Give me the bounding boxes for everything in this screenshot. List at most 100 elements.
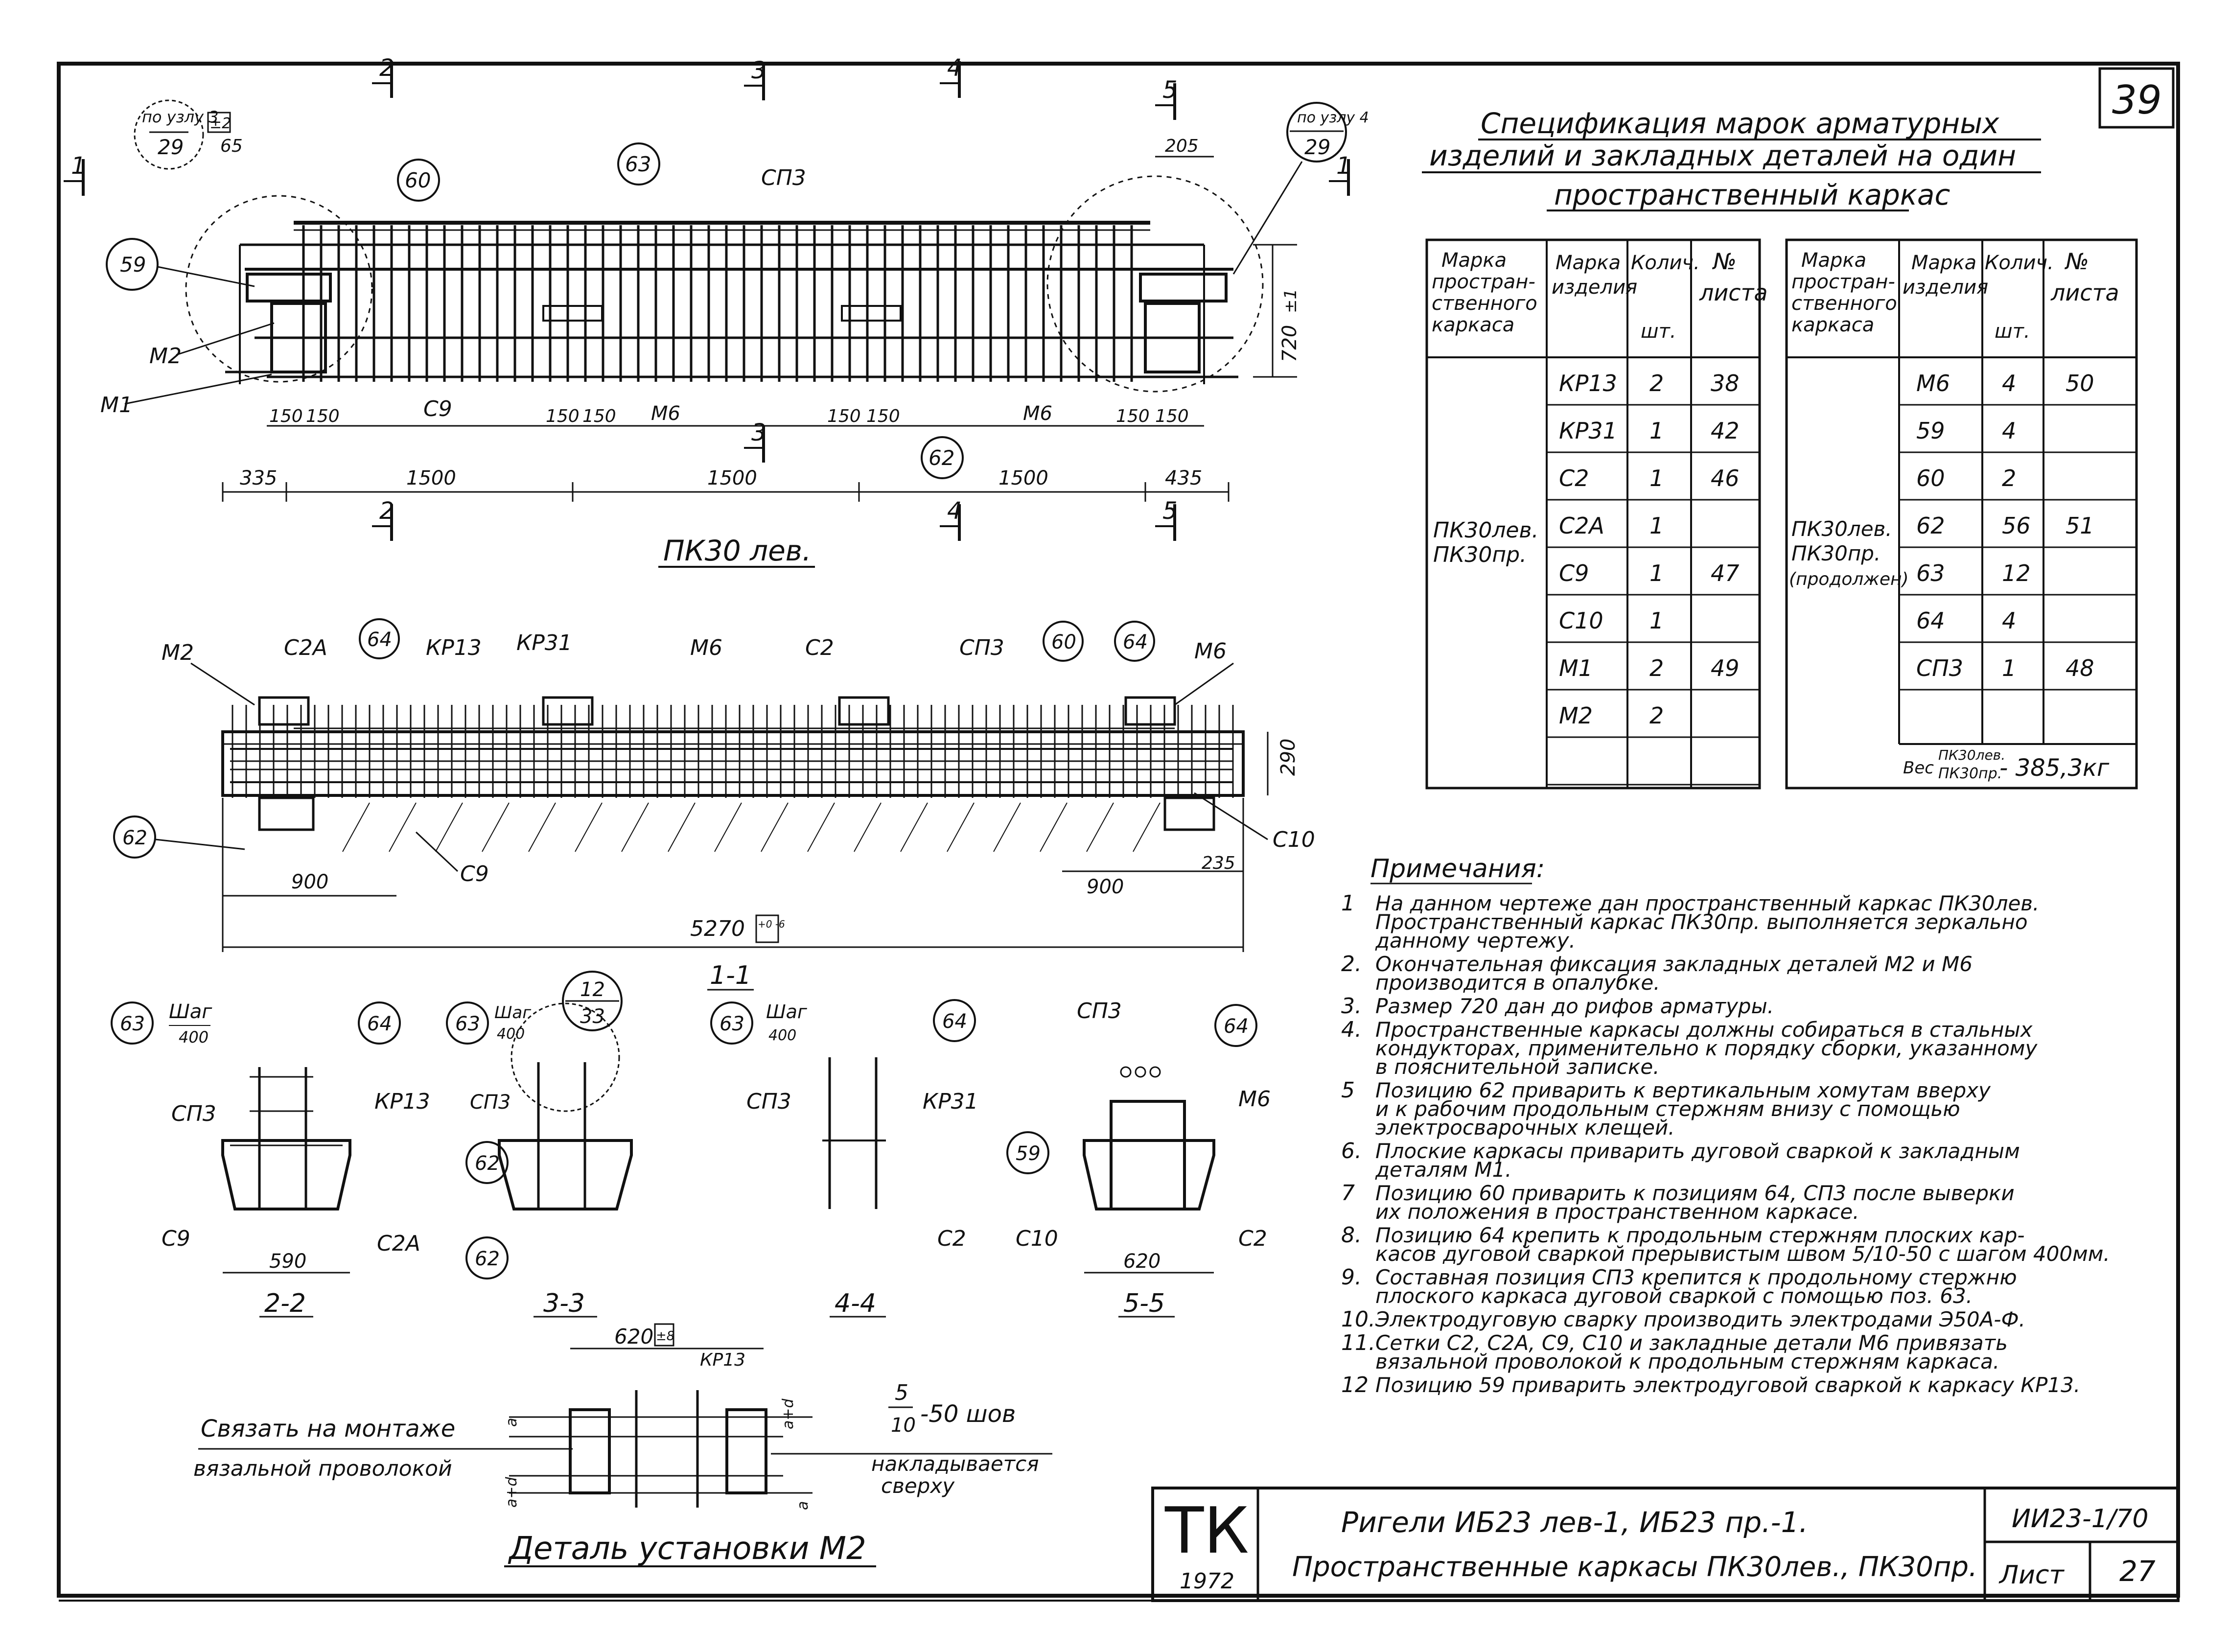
s33-detail-ref-top: 12 [580, 978, 605, 1001]
plan-label-c2a: С2А [284, 635, 327, 660]
note-line: Размер 720 дан до рифов арматуры. [1375, 994, 1774, 1018]
spec-left-row-qty: 2 [1649, 702, 1664, 729]
spec-left-row-item: С2А [1559, 512, 1604, 539]
note-line: кондукторах, применительно к порядку сбо… [1375, 1036, 2038, 1060]
title-line-1: Ригели ИБ23 лев-1, ИБ23 пр.-1. [1341, 1506, 1808, 1539]
spec-weight-value: - 385,3кг [1999, 754, 2110, 782]
spec-left-row-sheet: 49 [1711, 655, 1740, 681]
spec-right-header-qty: Колич.шт. [1985, 252, 2054, 343]
plan-circle-62: 62 [122, 827, 147, 849]
s44-circle-64: 64 [942, 1010, 967, 1033]
plan-circle-60: 60 [1051, 631, 1076, 653]
s33-pitch-value: 400 [497, 1025, 525, 1043]
spec-left-row-sheet: 47 [1711, 560, 1740, 586]
s22-label-kr13: КР13 [374, 1089, 430, 1114]
plan-hatch-line [342, 802, 370, 852]
spec-right-row-sheet: 51 [2066, 512, 2094, 539]
spec-right-row-qty: 4 [2002, 418, 2016, 444]
detail-right-note-2: сверху [881, 1474, 955, 1498]
section-2-2: 63 64 Шаг 400 СП3 КР13 С9 С2А 590 2-2 [111, 1001, 430, 1318]
spec-right-row-qty: 4 [2002, 607, 2016, 634]
note-line: Позицию 64 крепить к продольным стержням… [1375, 1223, 2025, 1247]
note-number: 8. [1341, 1223, 1362, 1248]
spec-right-row-item: 64 [1916, 607, 1945, 634]
spec-left-frame-label-1: ПК30лев. [1433, 518, 1538, 543]
plan-hatch-line [993, 802, 1021, 852]
corner-number-box [2098, 67, 2175, 129]
note-line: Позицию 62 приварить к вертикальным хому… [1375, 1078, 1991, 1102]
note-line: Электродуговую сварку производить электр… [1375, 1307, 2025, 1331]
plan-hatch-line [761, 802, 789, 852]
elev-height-tol: ±1 [1281, 289, 1300, 313]
spec-right-row-item: М6 [1916, 370, 1950, 396]
spacing-dim: 150 [1116, 406, 1150, 426]
spec-right-row-sheet: 50 [2066, 370, 2094, 396]
plan-hatch-line [1133, 802, 1161, 852]
plan-hatch-line [1086, 802, 1114, 852]
spacing-dim: 150 [582, 406, 616, 426]
bottom-dim: 435 [1165, 467, 1202, 489]
elev-dim-65: 65 [220, 136, 243, 156]
elev-label-m1: М1 [100, 393, 133, 418]
title-sheet-number: 27 [2119, 1555, 2156, 1588]
note-line: плоского каркаса дуговой сваркой с помощ… [1375, 1284, 1973, 1308]
note-number: 6. [1341, 1139, 1362, 1163]
s22-title: 2-2 [264, 1289, 306, 1318]
detail-left-note-1: Связать на монтаже [201, 1415, 455, 1443]
spec-left-row-item: С9 [1559, 560, 1589, 586]
sheet-border [57, 62, 2180, 1598]
s55-label-sp3: СП3 [1077, 999, 1122, 1024]
title-org: ТК [1164, 1493, 1249, 1568]
note-number: 4. [1341, 1017, 1362, 1042]
note-number: 11. [1341, 1330, 1375, 1355]
spacing-dim: 150 [546, 406, 580, 426]
plan-label-m6-left: М6 [690, 635, 722, 660]
plan-hatch-line [807, 802, 835, 852]
s22-pitch-label: Шаг [169, 1001, 212, 1023]
bottom-dim: 1500 [998, 467, 1048, 489]
bottom-dim: 1500 [406, 467, 456, 489]
plan-dim-900-left: 900 [291, 871, 328, 893]
detail-weld-rest: -50 шов [920, 1400, 1016, 1428]
note-number: 1 [1341, 891, 1355, 916]
spec-right-row-qty: 56 [2002, 512, 2031, 539]
elev-label-sp3: СП3 [761, 165, 806, 190]
s55-dim: 620 [1123, 1250, 1161, 1273]
plan-hatch-line [1040, 802, 1068, 852]
spec-right-row-qty: 4 [2002, 370, 2016, 396]
detail-m2-drawing: 620 ±8 КР13 а а+d а+d а Связать на монта… [193, 1323, 1052, 1567]
note-number: 9. [1341, 1265, 1362, 1290]
elev-label-m2: М2 [149, 344, 182, 369]
notes-title: Примечания: [1370, 854, 1545, 884]
detail-a-mark-1: а [503, 1418, 520, 1427]
elev-circle-59: 59 [120, 253, 146, 277]
title-sheet-label: Лист [1998, 1560, 2065, 1590]
plan-label-sp3: СП3 [959, 635, 1004, 660]
elevation-title: ПК30 лев. [663, 534, 811, 567]
s55-label-m6: М6 [1238, 1087, 1271, 1112]
detail-a-mark-3: а+d [503, 1476, 520, 1508]
s33-pitch-label: Шаг [494, 1003, 532, 1023]
spec-right-frame-label-3: (продолжен) [1789, 569, 1909, 589]
spec-left-row-qty: 1 [1649, 607, 1664, 634]
elev-tolerance-mark: ±2 [209, 115, 231, 132]
s44-circle-63: 63 [720, 1013, 744, 1035]
elev-circle-60: 60 [405, 168, 431, 192]
s22-label-c9: С9 [162, 1226, 190, 1251]
s33-circle-62-a: 62 [475, 1152, 500, 1175]
spec-weight-frame-2: ПК30пр. [1938, 765, 2002, 782]
node-ref-4-bottom: 29 [1304, 135, 1330, 159]
plan-hatch-line [389, 802, 417, 852]
spec-left-row-qty: 1 [1649, 418, 1664, 444]
plan-label-kr13: КР13 [426, 635, 482, 660]
bottom-dim: 335 [240, 467, 277, 489]
s44-pitch-value: 400 [768, 1027, 796, 1044]
elev-dim-205: 205 [1165, 136, 1199, 156]
note-line: Позицию 60 приварить к позициям 64, СП3 … [1375, 1181, 2015, 1205]
s33-circle-62-b: 62 [475, 1248, 500, 1270]
